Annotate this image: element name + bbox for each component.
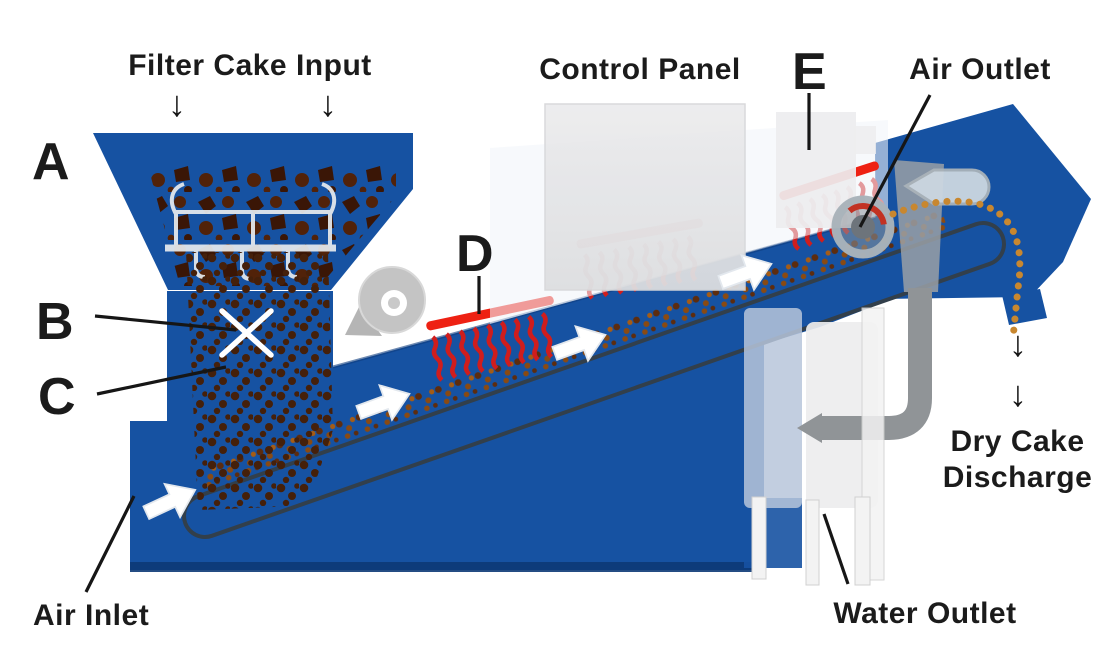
marker-d: D — [456, 225, 495, 283]
down-arrow-icon: ↓ — [1009, 323, 1027, 364]
control-panel-box — [544, 103, 746, 291]
marker-c: C — [38, 368, 77, 426]
dry-cake-line1: Dry Cake — [950, 425, 1085, 458]
dry-cake-line2: Discharge — [942, 461, 1093, 494]
down-arrow-icon: ↓ — [319, 83, 337, 124]
label-air-outlet: Air Outlet — [909, 53, 1051, 86]
leader-b — [94, 314, 237, 332]
marker-a: A — [32, 133, 71, 191]
air-outlet-port — [831, 195, 895, 259]
label-water-outlet: Water Outlet — [833, 597, 1017, 630]
discharge-chute — [1002, 289, 1047, 325]
leader-air-outlet — [858, 94, 932, 228]
water-pipe-spout — [797, 413, 822, 443]
leader-air-inlet — [84, 495, 136, 593]
label-air-inlet: Air Inlet — [33, 599, 150, 632]
water-pipe — [820, 288, 932, 440]
body-base-shadow — [130, 562, 764, 572]
leader-water-outlet — [822, 513, 850, 585]
down-arrow-icon: ↓ — [168, 83, 186, 124]
label-dry-cake-discharge: Dry Cake Discharge — [930, 424, 1105, 496]
leader-c — [96, 365, 227, 396]
label-filter-cake-input: Filter Cake Input — [128, 49, 372, 82]
marker-e: E — [792, 43, 828, 101]
leader-lines — [84, 93, 932, 593]
blower-fan — [345, 266, 426, 336]
stand-legs — [751, 307, 885, 586]
air-flow-arrow — [903, 168, 991, 206]
x-marker — [219, 308, 274, 358]
down-arrow-icon: ↓ — [1009, 373, 1027, 414]
conveyor-belt — [182, 221, 1006, 539]
marker-b: B — [36, 293, 75, 351]
dry-cake-trail — [889, 197, 1024, 342]
cake-column — [186, 252, 333, 510]
label-control-panel: Control Panel — [539, 53, 741, 86]
